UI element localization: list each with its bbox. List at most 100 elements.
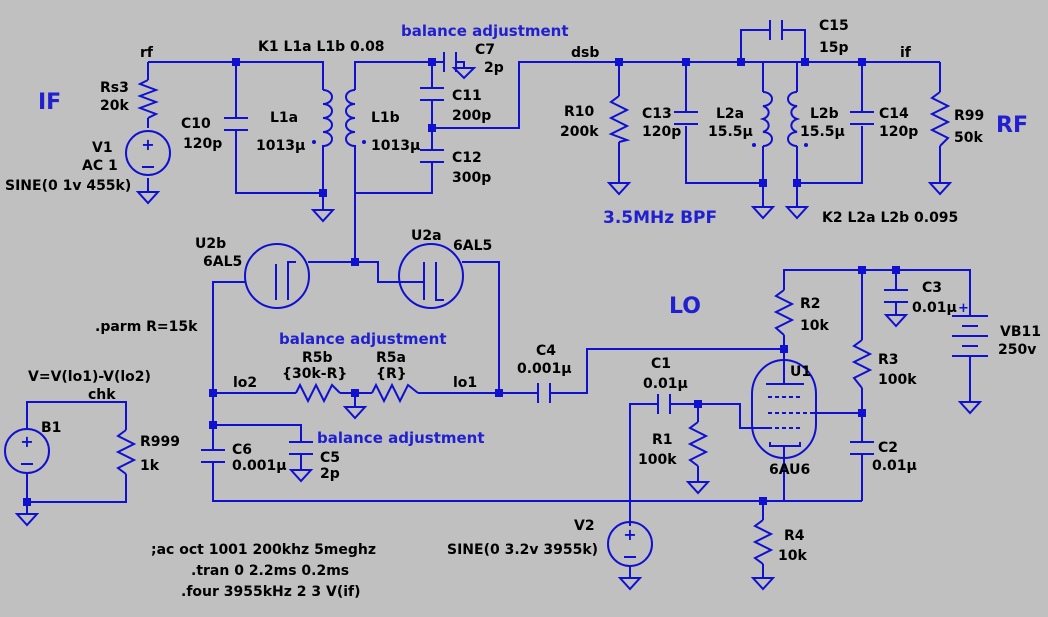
svg-text:+: + [958,301,969,316]
v1-name: V1 [92,140,113,156]
c13-value: 120p [642,124,681,140]
net-lo2: lo2 [233,375,257,391]
r10-value: 200k [560,124,599,140]
r999-value: 1k [140,458,160,474]
c3-value: 0.01µ [912,300,957,316]
l2b-name: L2b [810,106,839,122]
c2-value: 0.01µ [872,458,917,474]
l2a-name: L2a [716,106,744,122]
l2b-inductor [787,91,801,147]
net-dsb: dsb [571,45,599,61]
r99-name: R99 [954,108,984,124]
c2-name: C2 [878,440,898,456]
u2b-diode [244,243,310,309]
r3-resistor [851,339,873,389]
if-title: IF [38,90,61,115]
c12-value: 300p [452,170,491,186]
r2-name: R2 [800,296,821,312]
r4-value: 10k [778,548,807,564]
c10-name: C10 [181,116,211,132]
r999-resistor [115,429,137,475]
u2a-value: 6AL5 [453,238,492,254]
u1-name: U1 [790,364,811,380]
c13-capacitor [674,111,698,125]
c13-name: C13 [642,106,672,122]
r2-value: 10k [800,318,829,334]
u1-pentode [751,359,817,459]
r5b-name: R5b [302,350,333,366]
v1-sine: SINE(0 1v 455k) [5,178,131,194]
c6-value: 0.001µ [232,458,287,474]
net-lo1: lo1 [453,375,477,391]
wires [26,29,971,578]
lo-title: LO [669,294,701,319]
v2-source: + [607,521,653,567]
c12-capacitor [420,149,444,163]
v1-source: + [125,130,171,176]
vb11-battery: + [952,301,988,357]
rs3-value: 20k [100,98,129,114]
balance-label-top: balance adjustment [401,22,569,40]
r99-resistor [929,91,951,147]
tran-directive: .tran 0 2.2ms 0.2ms [191,563,349,579]
k2-directive: K2 L2a L2b 0.095 [822,210,958,226]
l1b-name: L1b [371,110,400,126]
r4-name: R4 [784,528,805,544]
l1b-inductor [345,89,356,147]
r1-name: R1 [652,432,673,448]
r5b-value: {30k-R} [282,366,347,382]
rs3-resistor [137,79,159,119]
net-if: if [900,45,912,61]
c10-value: 120p [183,136,222,152]
c1-capacitor [657,394,671,414]
c15-capacitor [769,20,783,40]
c5-value: 2p [320,466,340,482]
r4-resistor [752,519,774,565]
c5-name: C5 [320,450,340,466]
parm-directive: .parm R=15k [95,319,198,335]
rs3-name: Rs3 [100,80,129,96]
balance-label-c5: balance adjustment [317,429,485,447]
l1a-inductor [322,89,333,147]
c15-name: C15 [819,18,849,34]
v1-value: AC 1 [82,158,118,174]
c2-capacitor [850,441,874,455]
v2-name: V2 [574,518,595,534]
c4-value: 0.001µ [517,361,572,377]
svg-text:+: + [623,525,636,544]
c5-capacitor [289,441,313,455]
r1-resistor [687,421,709,467]
r3-value: 100k [878,372,917,388]
c1-name: C1 [651,356,671,372]
u2a-name: U2a [411,228,442,244]
c12-name: C12 [452,150,482,166]
c14-capacitor [850,111,874,125]
c15-value: 15p [819,40,849,56]
u1-value: 6AU6 [769,462,810,478]
b1-name: B1 [41,420,61,436]
r3-name: R3 [878,352,899,368]
c14-name: C14 [879,106,909,122]
net-rf: rf [140,45,154,61]
l2a-inductor [759,91,773,147]
bpf-label: 3.5MHz BPF [603,208,717,228]
c14-value: 120p [879,124,918,140]
r10-resistor [608,95,631,143]
u2b-name: U2b [195,236,226,252]
c4-name: C4 [536,343,556,359]
l1b-value: 1013µ [371,138,420,154]
r99-value: 50k [954,130,983,146]
l2a-value: 15.5µ [708,124,753,140]
l1a-name: L1a [270,110,298,126]
vb11-name: VB11 [1000,324,1041,340]
u2a-diode [398,243,464,309]
ac-directive: ;ac oct 1001 200khz 5meghz [151,542,376,558]
l2b-value: 15.5µ [800,124,845,140]
k1-directive: K1 L1a L1b 0.08 [258,39,385,55]
c6-capacitor [201,449,225,463]
b1-expression: V=V(lo1)-V(lo2) [28,369,151,385]
l1a-value: 1013µ [256,138,305,154]
c11-value: 200p [452,108,491,124]
c6-name: C6 [232,442,252,458]
